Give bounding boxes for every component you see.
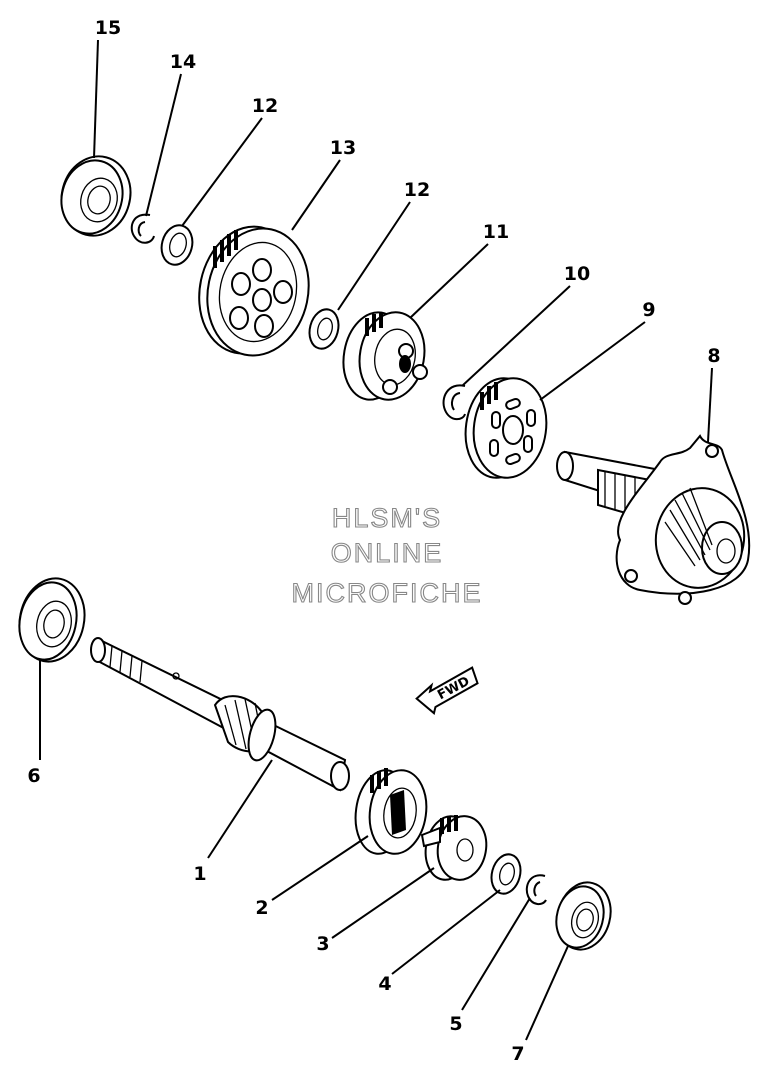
callout-9: 9 [642, 299, 655, 321]
watermark-line-3: MICROFICHE [292, 578, 483, 608]
callout-7: 7 [511, 1043, 524, 1065]
watermark-line-1: HLSM'S [332, 503, 442, 533]
part-8-bevel-gear-shaft [556, 434, 751, 605]
callout-13: 13 [330, 137, 356, 159]
part-6-bearing [18, 577, 86, 663]
callout-2: 2 [255, 897, 268, 919]
callout-12-upper: 12 [252, 95, 278, 117]
part-13-gear [198, 225, 310, 357]
callout-1: 1 [193, 863, 206, 885]
part-15-bearing [60, 155, 132, 237]
part-7-bearing [555, 881, 612, 951]
part-14-circlip [130, 213, 155, 244]
part-12-washer-lower [308, 308, 340, 350]
part-4-washer [490, 853, 522, 895]
callout-3: 3 [316, 933, 329, 955]
forward-direction-arrow: FWD [415, 666, 479, 715]
part-9-gear [464, 377, 548, 479]
callout-5: 5 [449, 1013, 462, 1035]
callout-15: 15 [95, 17, 121, 39]
leader-lines [39, 39, 713, 1041]
watermark: HLSM'S ONLINE MICROFICHE [291, 502, 483, 608]
part-3-gear [420, 815, 488, 881]
callout-14: 14 [170, 51, 196, 73]
callout-8: 8 [707, 345, 720, 367]
callout-10: 10 [564, 263, 590, 285]
part-5-circlip [525, 874, 547, 906]
callout-11: 11 [483, 221, 509, 243]
callout-12-lower: 12 [404, 179, 430, 201]
callout-numbers: 15 14 12 13 12 11 10 9 8 6 1 2 3 4 5 7 [27, 17, 720, 1065]
watermark-line-2: ONLINE [331, 538, 444, 568]
part-10-circlip [442, 384, 466, 421]
callout-4: 4 [378, 973, 391, 995]
callout-6: 6 [27, 765, 40, 787]
part-11-clutch-gear [342, 311, 428, 401]
part-1-main-shaft [90, 637, 350, 792]
part-2-dog-clutch [354, 768, 428, 855]
part-12-washer-upper [160, 224, 194, 266]
